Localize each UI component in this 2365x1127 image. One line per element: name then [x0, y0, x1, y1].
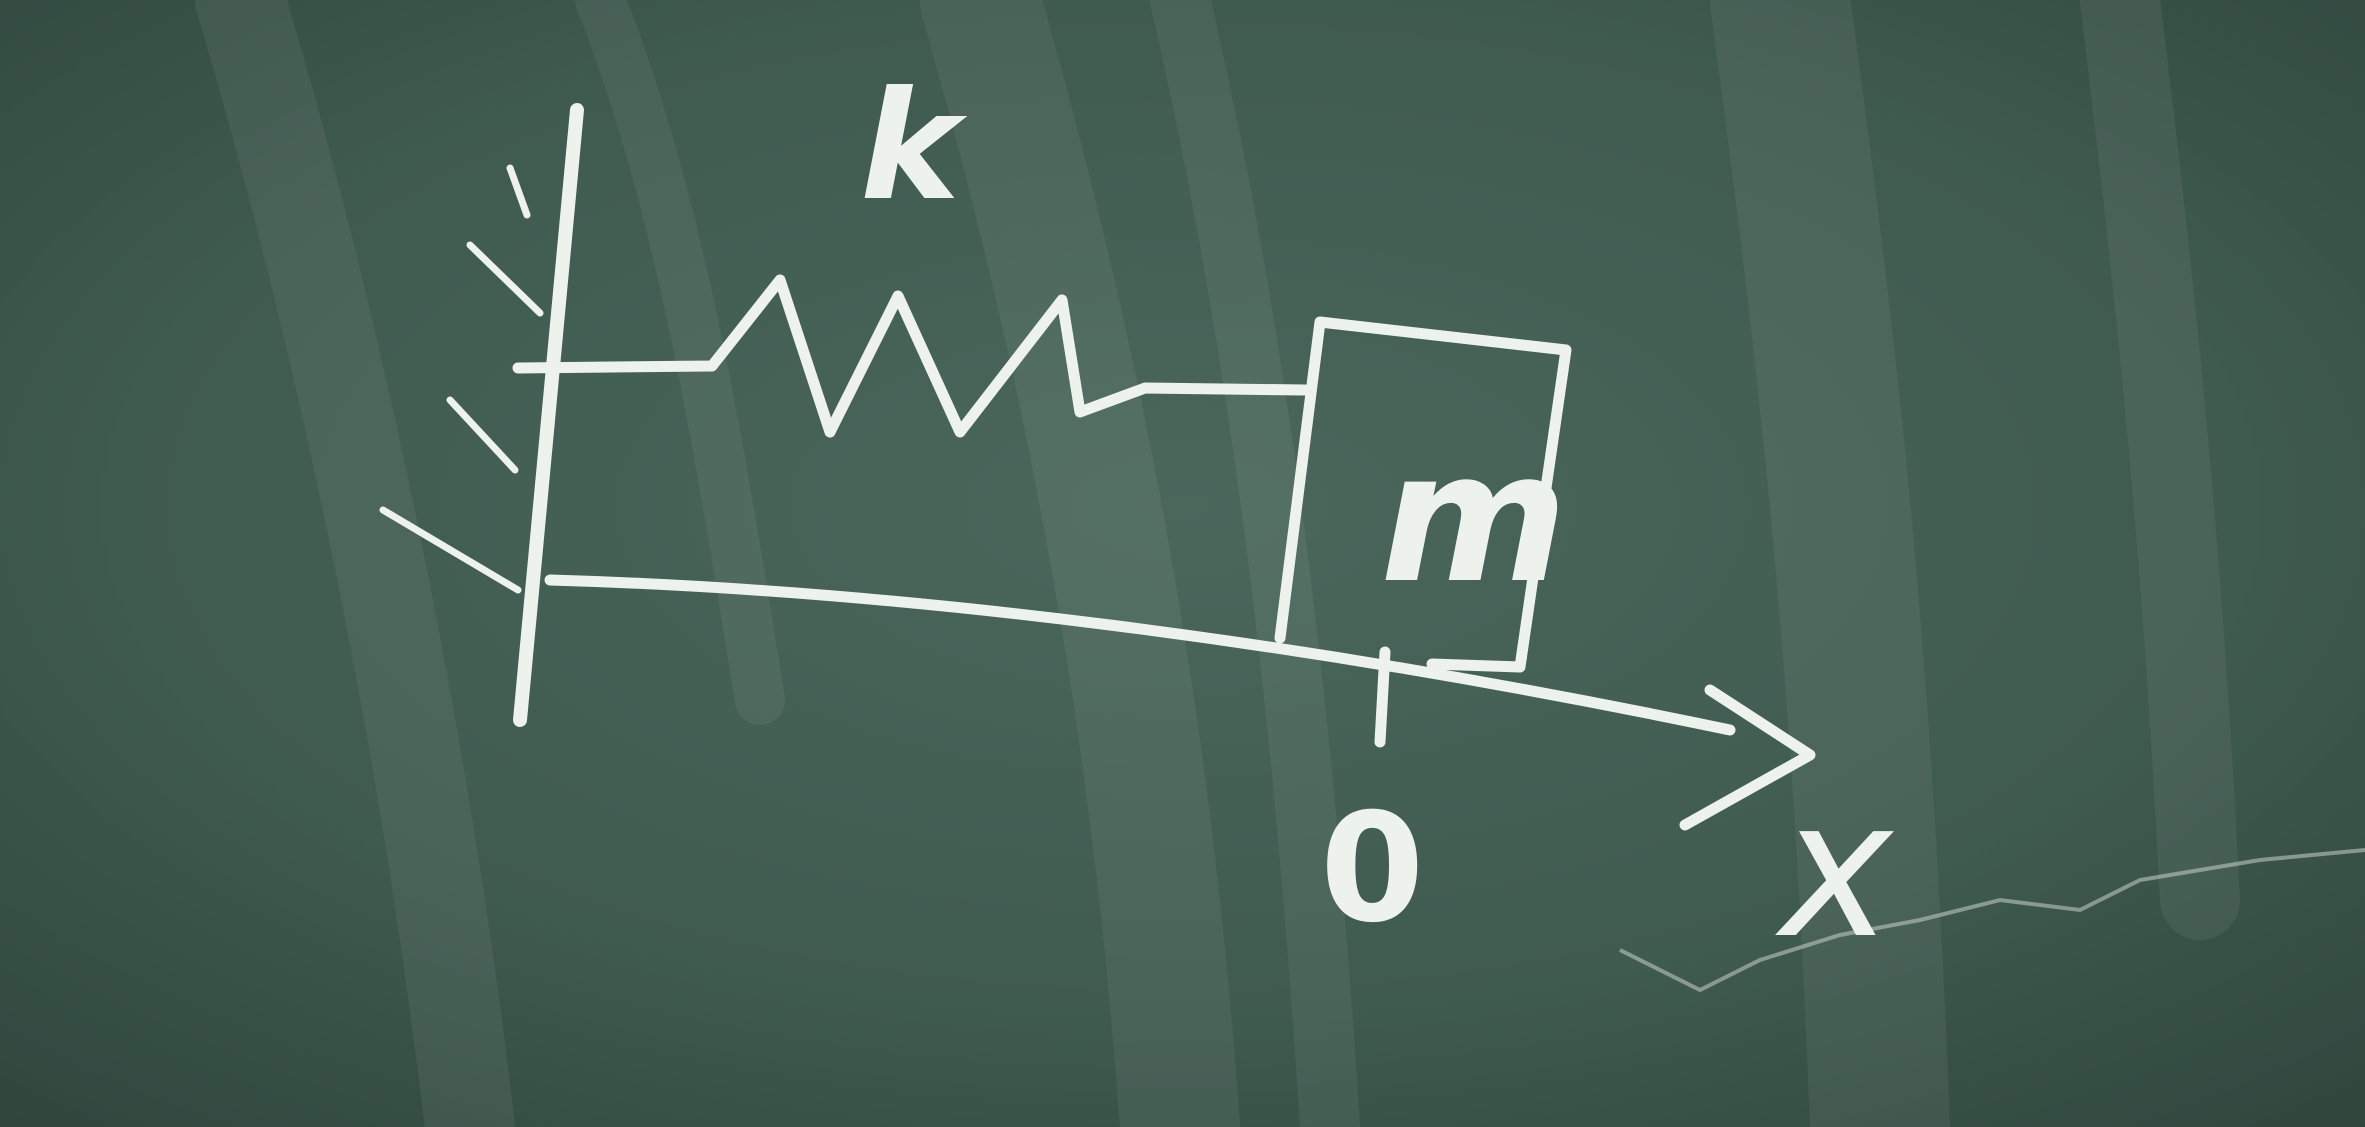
origin-tick [1374, 646, 1391, 748]
x-axis-label: x [1775, 759, 1895, 980]
spring-constant-label: k [860, 60, 968, 234]
origin-label: 0 [1320, 782, 1424, 956]
x-axis-line [544, 574, 1736, 736]
spring [512, 274, 1311, 438]
x-axis-arrowhead [1679, 684, 1816, 831]
eraser-smears [195, 0, 2240, 1127]
mass-label: m [1380, 414, 1568, 623]
wall-hatching [379, 164, 544, 594]
mass-block [1274, 316, 1572, 673]
chalk-drawing [379, 103, 1816, 831]
wall-line [513, 103, 584, 727]
board-crack [1619, 848, 2365, 993]
